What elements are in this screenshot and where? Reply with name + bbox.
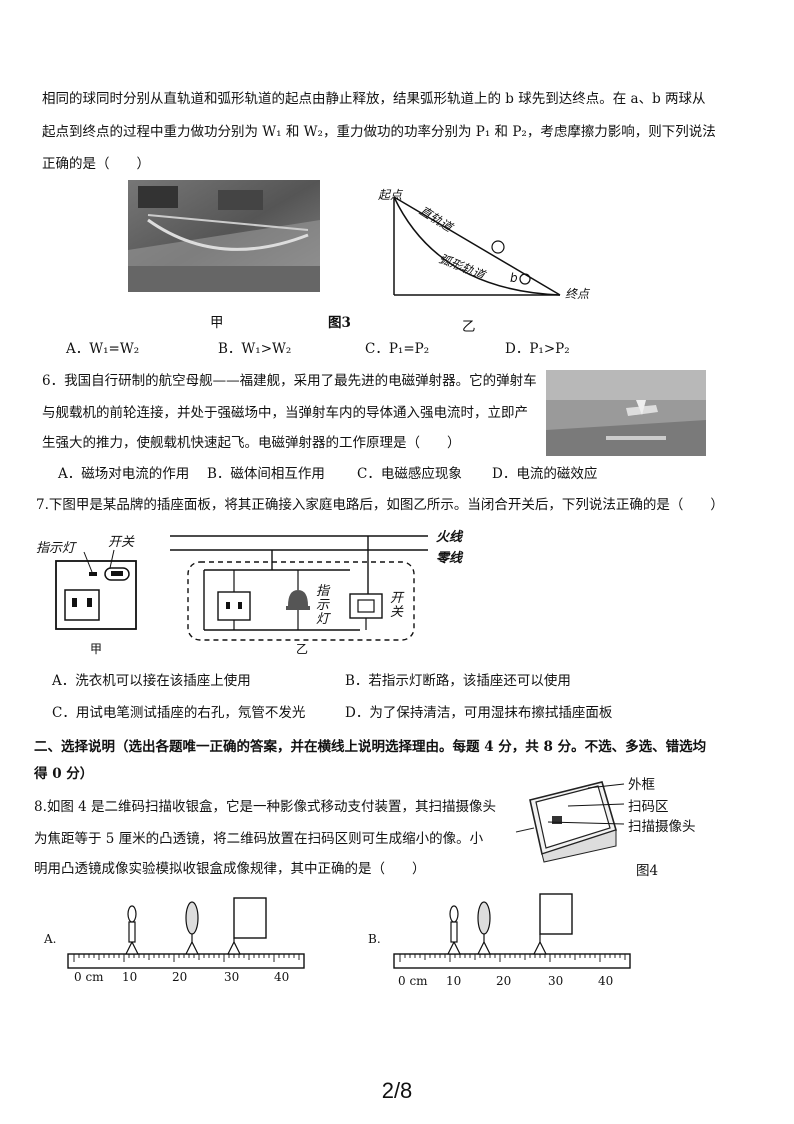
box-camera-label: 扫描摄像头 [628, 819, 696, 835]
circuit-lamp-label: 指示灯 [316, 584, 330, 627]
q6-option-b: B．磁体间相互作用 [207, 466, 325, 482]
section2-line-1: 二、选择说明（选出各题唯一正确的答案，并在横线上说明选择理由。每题 4 分，共 … [34, 739, 707, 755]
neutral-wire-label: 零线 [436, 551, 463, 566]
carrier-photo [546, 370, 706, 456]
q5-line-3: 正确的是（ ） [42, 156, 150, 172]
q5-line-2: 起点到终点的过程中重力做功分别为 W₁ 和 W₂，重力做功的功率分别为 P₁ 和… [42, 124, 716, 140]
candle-flame [127, 905, 137, 923]
q5-option-a: A．W₁=W₂ [66, 341, 140, 357]
light-screen [233, 897, 267, 939]
circuit-diagram [170, 535, 428, 641]
q8-line-2: 为焦距等于 5 厘米的凸透镜，将二维码放置在扫码区则可生成缩小的像。小 [34, 831, 484, 847]
stand [125, 940, 139, 955]
track-diagram [393, 196, 561, 296]
ruler-a-tick-20: 20 [172, 970, 188, 984]
q7-line-1: 7.下图甲是某品牌的插座面板，将其正确接入家庭电路后，如图乙所示。当闭合开关后，… [36, 497, 724, 513]
panel-indicator-label: 指示灯 [36, 541, 76, 556]
q6-option-a: A．磁场对电流的作用 [58, 466, 190, 482]
ruler-a-tick-10: 10 [122, 970, 138, 984]
ruler-a-tick-0: 0 cm [74, 970, 104, 984]
q5-option-b: B．W₁>W₂ [218, 341, 292, 357]
q6-line-1: 6．我国自行研制的航空母舰——福建舰，采用了最先进的电磁弹射器。它的弹射车 [42, 373, 537, 389]
stand [447, 940, 461, 955]
stand [185, 940, 199, 955]
fig3-caption: 图3 [328, 315, 351, 331]
circuit-yi-label: 乙 [296, 642, 309, 656]
panel-switch-label: 开关 [108, 535, 135, 550]
optical-bench-b [393, 893, 631, 969]
diagram-start-label: 起点 [378, 188, 403, 202]
convex-lens [185, 901, 199, 935]
bench-rail [393, 953, 631, 969]
ruler-b-tick-20: 20 [496, 974, 512, 988]
q7-option-b: B．若指示灯断路，该插座还可以使用 [345, 673, 571, 689]
q7-option-a: A．洗衣机可以接在该插座上使用 [52, 673, 251, 689]
q5-line-1: 相同的球同时分别从直轨道和弧形轨道的起点由静止释放，结果弧形轨道上的 b 球先到… [42, 91, 706, 107]
candle [128, 921, 136, 943]
fig3-jia-label: 甲 [210, 315, 224, 331]
ruler-a-tick-30: 30 [224, 970, 240, 984]
q8-option-a-label: A. [44, 932, 57, 946]
q8-line-1: 8.如图 4 是二维码扫描收银盒，它是一种影像式移动支付装置，其扫描摄像头 [34, 799, 497, 815]
scanner-pointer-lines [547, 783, 625, 825]
ruler-b-tick-0: 0 cm [398, 974, 428, 988]
ruler-b-tick-10: 10 [446, 974, 462, 988]
q6-option-d: D．电流的磁效应 [492, 466, 598, 482]
optical-bench-a [67, 897, 305, 969]
circuit-switch-label: 开关 [390, 591, 404, 620]
candle [450, 921, 458, 943]
q8-line-3: 明用凸透镜成像实验模拟收银盒成像规律，其中正确的是（ ） [34, 861, 426, 877]
fig4-caption: 图4 [636, 863, 659, 879]
page-number: 2/8 [381, 1078, 413, 1103]
live-wire-label: 火线 [436, 530, 463, 545]
q5-option-d: D．P₁>P₂ [505, 341, 570, 357]
q6-option-c: C．电磁感应现象 [357, 466, 462, 482]
stand [533, 940, 547, 955]
q7-option-c: C．用试电笔测试插座的右孔，氖管不发光 [52, 705, 306, 721]
q8-option-b-label: B. [368, 932, 381, 946]
box-frame-label: 外框 [628, 777, 655, 793]
light-screen [539, 893, 573, 935]
section2-line-2: 得 0 分） [34, 766, 94, 782]
q5-option-c: C．P₁=P₂ [365, 341, 430, 357]
q6-line-3: 生强大的推力，使舰载机快速起飞。电磁弹射器的工作原理是（ ） [42, 435, 461, 451]
fig3-yi-label: 乙 [462, 319, 476, 335]
stand [477, 940, 491, 955]
box-scan-label: 扫码区 [628, 799, 669, 815]
track-photo [128, 180, 320, 292]
diagram-end-label: 终点 [565, 287, 590, 301]
stand [227, 940, 241, 955]
panel-pointer-lines [83, 549, 115, 573]
panel-jia-label: 甲 [90, 642, 103, 656]
convex-lens [477, 901, 491, 935]
diagram-ball-b-label: b [510, 271, 518, 285]
q7-option-d: D．为了保持清洁，可用湿抹布擦拭插座面板 [345, 705, 613, 721]
ruler-a-tick-40: 40 [274, 970, 290, 984]
ruler-b-tick-30: 30 [548, 974, 564, 988]
ruler-b-tick-40: 40 [598, 974, 614, 988]
candle-flame [449, 905, 459, 923]
socket-panel [55, 560, 137, 630]
q6-line-2: 与舰载机的前轮连接，并处于强磁场中，当弹射车内的导体通入强电流时，立即产 [42, 405, 528, 421]
scanner-box [515, 781, 617, 863]
